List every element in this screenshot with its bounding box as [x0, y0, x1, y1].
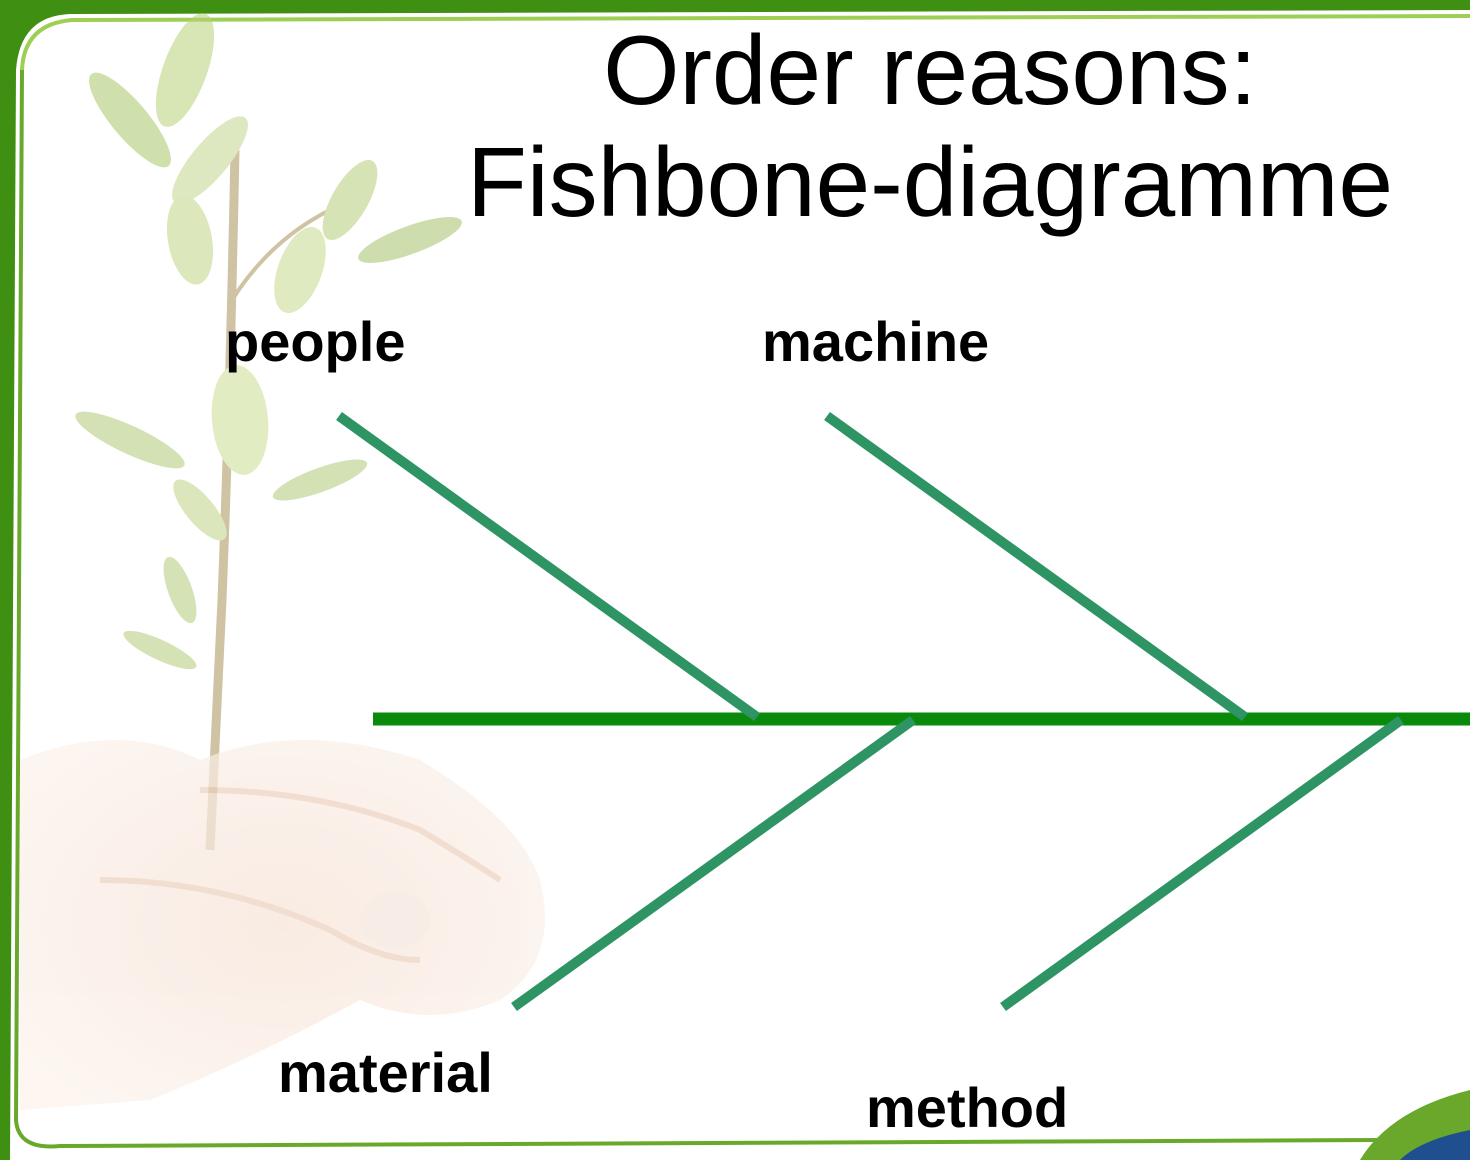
bone-method — [1003, 720, 1401, 1007]
bone-machine — [827, 416, 1245, 717]
bone-people — [339, 416, 757, 717]
slide-title: Order reasons: Fishbone-diagramme — [430, 14, 1430, 238]
cause-label-people: people — [225, 309, 405, 374]
title-line-2: Fishbone-diagramme — [430, 126, 1430, 238]
cause-label-method: method — [866, 1075, 1068, 1140]
cause-label-machine: machine — [762, 309, 989, 374]
cause-label-material: material — [278, 1040, 493, 1105]
title-line-1: Order reasons: — [430, 14, 1430, 126]
bone-material — [514, 720, 913, 1007]
